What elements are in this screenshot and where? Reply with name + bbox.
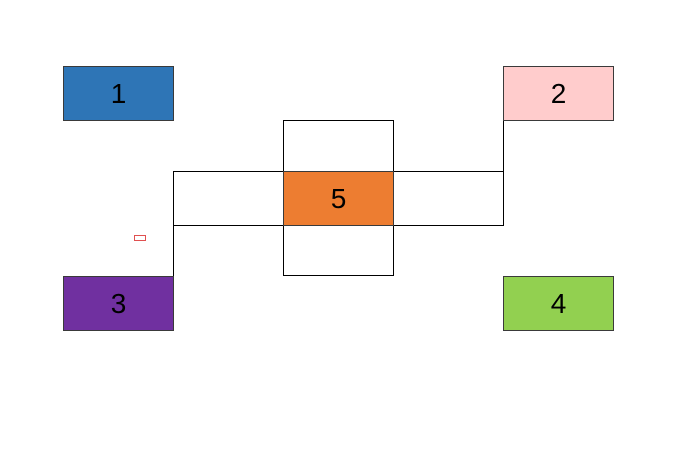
empty-cell-bottom	[283, 225, 394, 276]
box-4: 4	[503, 276, 614, 331]
box-2-label: 2	[550, 77, 567, 109]
box-1: 1	[63, 66, 174, 121]
box-3: 3	[63, 276, 174, 331]
connector-line-box3-to-left-cell	[173, 225, 174, 277]
box-3-label: 3	[110, 287, 127, 319]
box-5-label: 5	[330, 182, 347, 214]
box-5: 5	[283, 171, 394, 226]
empty-cell-right	[393, 171, 504, 226]
box-2: 2	[503, 66, 614, 121]
box-1-label: 1	[110, 77, 127, 109]
small-red-marker	[134, 235, 146, 241]
box-4-label: 4	[550, 287, 567, 319]
empty-cell-top	[283, 120, 394, 172]
empty-cell-left	[173, 171, 284, 226]
connector-line-right-cell-to-box2	[503, 120, 504, 172]
